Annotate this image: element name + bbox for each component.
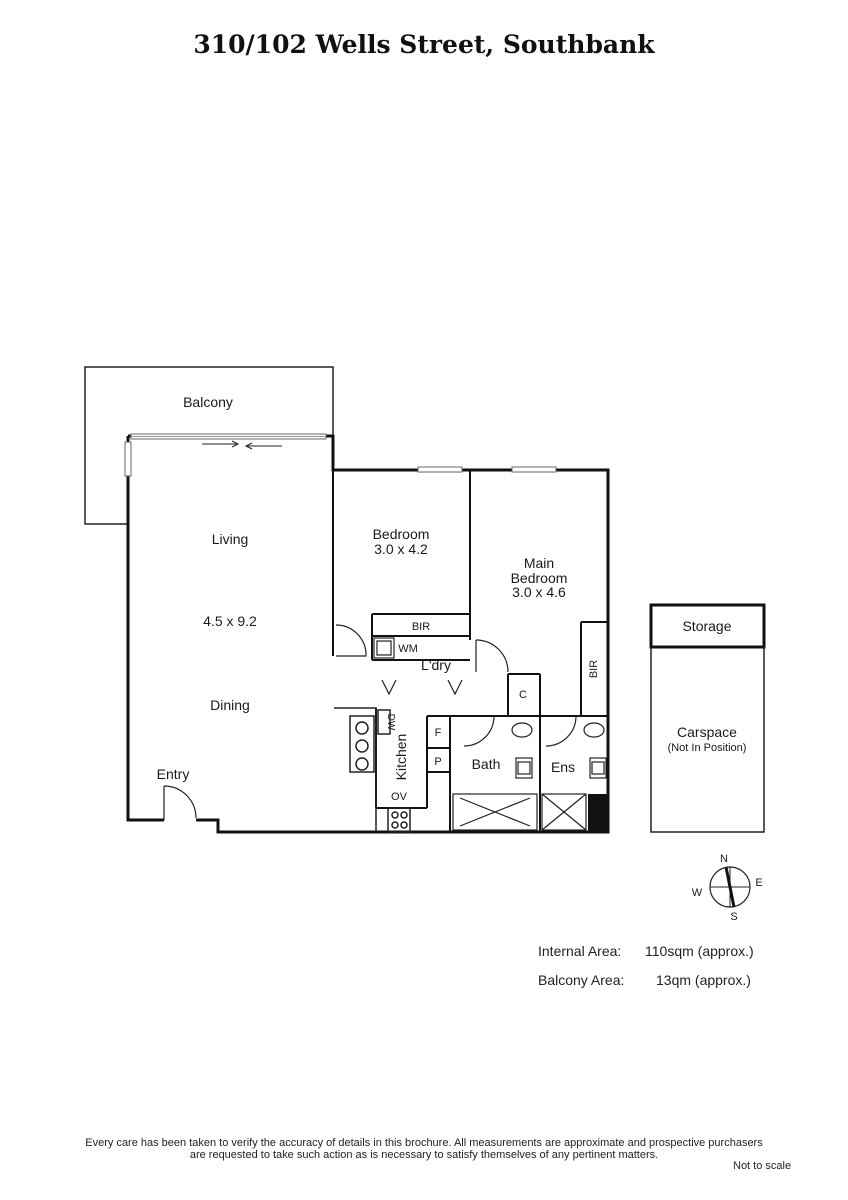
internal-area-value: 110sqm (approx.) [645, 943, 754, 959]
dw-label: DW [385, 714, 396, 731]
interior-walls [332, 470, 608, 832]
p-label: P [434, 756, 441, 768]
main-bedroom-window [511, 466, 557, 473]
main-bedroom-label-line2: Bedroom [511, 570, 568, 586]
main-bedroom-size-label: 3.0 x 4.6 [512, 584, 566, 600]
compass-n-label: N [720, 853, 728, 865]
laundry-label: L'dry [421, 657, 451, 673]
bir-main-label: BIR [588, 660, 600, 678]
c-label: C [519, 689, 527, 701]
page-title: 310/102 Wells Street, Southbank [193, 30, 655, 59]
balcony-outline [84, 366, 334, 525]
kitchen-bench [334, 707, 411, 833]
bathroom-fittings [452, 722, 607, 831]
compass-e-label: E [755, 877, 762, 889]
main-bedroom-label-line1: Main [524, 555, 554, 571]
storage-box [649, 603, 766, 649]
kitchen-label: Kitchen [393, 734, 409, 781]
internal-area-line: Internal Area: 110sqm (approx.) [538, 943, 754, 959]
service-duct [588, 794, 608, 832]
storage-label: Storage [682, 618, 731, 634]
wm-label: WM [398, 643, 418, 655]
living-size-label: 4.5 x 9.2 [203, 613, 257, 629]
carspace-label: Carspace [677, 724, 737, 740]
balcony-area-line: Balcony Area: 13qm (approx.) [538, 972, 751, 988]
bedroom-size-label: 3.0 x 4.2 [374, 541, 428, 557]
carspace-outline [650, 647, 765, 833]
internal-area-label: Internal Area: [538, 943, 622, 959]
ov-label: OV [391, 791, 408, 803]
balcony-area-label: Balcony Area: [538, 972, 625, 988]
entry-label: Entry [157, 766, 190, 782]
doors [163, 624, 577, 820]
exterior-walls [126, 434, 610, 834]
disclaimer: Every care has been taken to verify the … [0, 1137, 848, 1161]
bath-label: Bath [472, 756, 501, 772]
not-to-scale-note: Not to scale [733, 1160, 792, 1172]
compass-s-label: S [730, 911, 737, 923]
carspace-note-label: (Not In Position) [668, 742, 747, 754]
balcony-label: Balcony [183, 394, 233, 410]
bedroom-label: Bedroom [373, 526, 430, 542]
laundry-fittings [373, 637, 395, 659]
bir-label: BIR [412, 621, 430, 633]
disclaimer-line-1: Every care has been taken to verify the … [85, 1137, 763, 1149]
balcony-sliding-door [124, 433, 327, 477]
balcony-area-value: 13qm (approx.) [656, 972, 751, 988]
living-label: Living [212, 531, 249, 547]
dining-label: Dining [210, 697, 250, 713]
bedroom-window [417, 466, 463, 473]
ens-label: Ens [551, 759, 575, 775]
compass-rose-icon [709, 866, 751, 908]
disclaimer-line-2: are requested to take such action as is … [189, 1149, 659, 1161]
f-label: F [435, 727, 442, 739]
compass-w-label: W [692, 887, 703, 899]
